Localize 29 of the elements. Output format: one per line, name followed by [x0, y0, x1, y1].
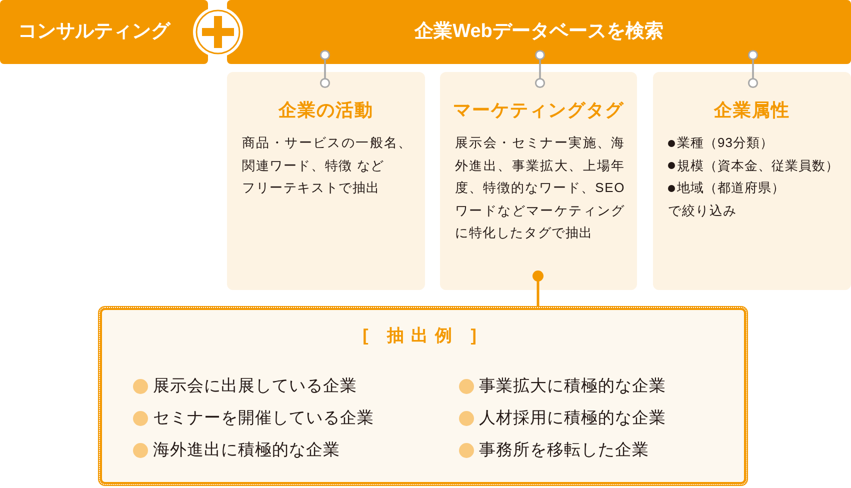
card-text: 展示会・セミナー実施、海外進出、事業拡大、上場年度、特徴的なワード、SEOワードなどマーケティングに特化したタグで抽出	[455, 134, 625, 242]
banner-text: 企業Webデータベースを検索	[414, 20, 664, 44]
list-item-text: 海外進出に積極的な企業	[153, 440, 340, 461]
connector-line	[534, 50, 546, 88]
banner	[0, 0, 208, 64]
list-item-text: セミナーを開催している企業	[153, 408, 374, 429]
list-item-text: 事務所を移転した企業	[479, 440, 649, 461]
connector-line	[532, 270, 544, 306]
list-item-text: 地域（都道府県）	[677, 179, 785, 197]
list-item-text: 人材採用に積極的な企業	[479, 408, 666, 429]
info-card	[227, 72, 425, 290]
panel-heading: [ 抽出例 ]	[362, 325, 484, 347]
list-item-text: 展示会に出展している企業	[153, 376, 357, 397]
list-item-text: 業種（93分類）	[677, 134, 774, 152]
examples-panel	[98, 306, 748, 486]
connector-line	[748, 50, 758, 88]
list-item-text: 事業拡大に積極的な企業	[479, 376, 666, 397]
connector-line	[320, 50, 330, 88]
card-heading: マーケティングタグ	[453, 99, 624, 122]
card-heading: 企業の活動	[278, 99, 374, 122]
info-card	[653, 72, 851, 290]
banner-text: コンサルティング	[18, 20, 170, 44]
card-heading: 企業属性	[714, 99, 790, 122]
card-text: 商品・サービスの一般名、関連ワード、特徴 など	[242, 134, 412, 174]
card-text: で絞り込み	[668, 202, 738, 220]
list-item-text: 規模（資本金、従業員数）	[677, 156, 839, 174]
banner	[227, 0, 851, 64]
card-text: フリーテキストで抽出	[242, 179, 381, 197]
info-card	[440, 72, 637, 290]
